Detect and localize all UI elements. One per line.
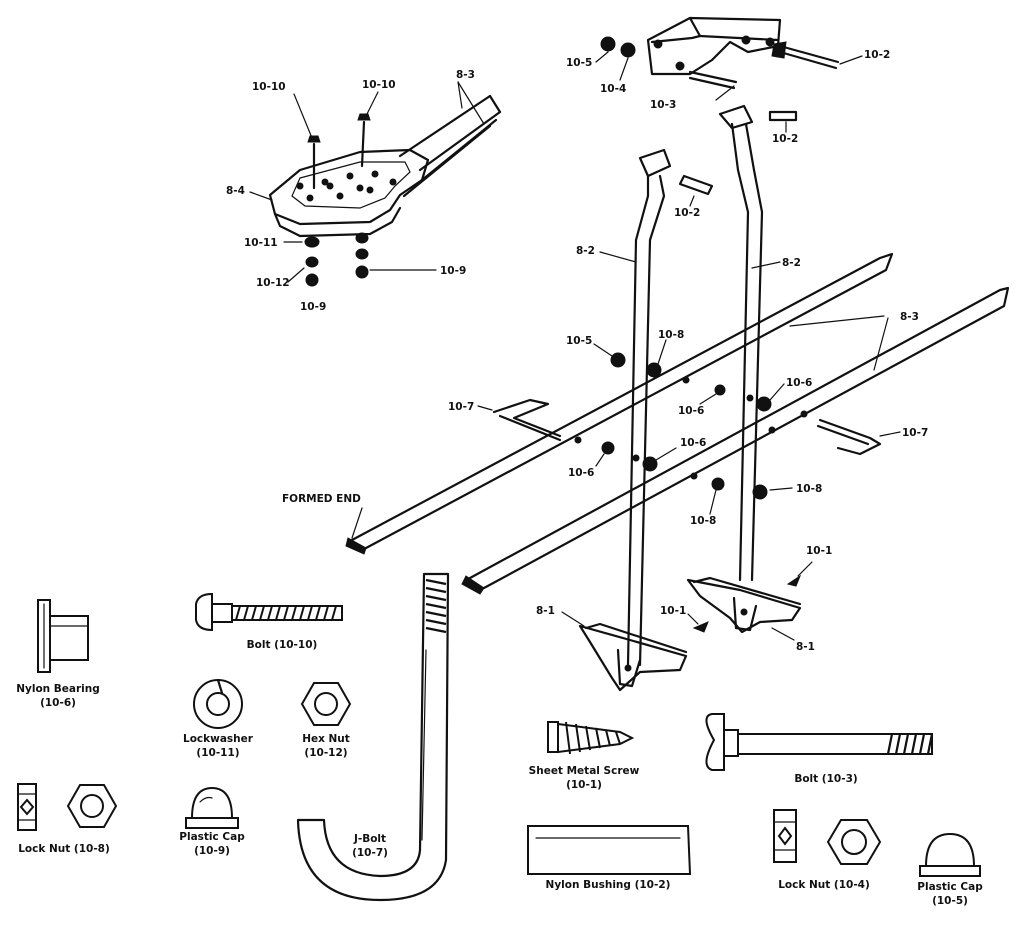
caption-bolt-10-10: Bolt (10-10)	[247, 639, 318, 651]
label-8-3-seat: 8-3	[456, 69, 475, 81]
label-10-6-b: 10-6	[786, 377, 812, 389]
rail-hardware	[351, 339, 808, 539]
ski-rail-front	[461, 286, 1010, 595]
label-10-2-c: 10-2	[674, 207, 700, 219]
lock-nut-10-4-icon	[773, 809, 882, 865]
label-formed-end: FORMED END	[282, 493, 361, 505]
foot-pedal-right	[686, 576, 802, 641]
caption-nylon-bushing: Nylon Bushing (10-2)	[546, 879, 671, 891]
label-10-8-c: 10-8	[690, 515, 716, 527]
caption-j-bolt-part: (10-7)	[352, 847, 388, 859]
clamp-bracket	[646, 16, 782, 76]
label-10-4-top: 10-4	[600, 83, 626, 95]
label-10-3-top: 10-3	[650, 99, 676, 111]
caption-nylon-bearing: Nylon Bearing	[16, 683, 100, 695]
j-bolt-10-7-icon	[296, 572, 450, 902]
label-10-5-top: 10-5	[566, 57, 592, 69]
sheet-metal-screws-assembled	[687, 561, 813, 633]
label-10-8-b: 10-8	[796, 483, 822, 495]
label-10-12: 10-12	[256, 277, 290, 289]
bolt-10-3-lower	[688, 70, 738, 101]
label-8-4: 8-4	[226, 185, 245, 197]
sheet-metal-screw-10-1-icon	[547, 721, 635, 755]
label-10-2-top: 10-2	[864, 49, 890, 61]
legend-captions: Nylon Bearing (10-6) Bolt (10-10) Lockwa…	[16, 639, 983, 907]
nylon-bushings-upper	[678, 110, 798, 207]
lock-nut-top-parts	[595, 36, 636, 81]
caption-lockwasher: Lockwasher	[183, 733, 254, 745]
caption-hex-nut: Hex Nut	[302, 733, 350, 745]
ski-rail-back	[345, 252, 894, 555]
caption-plastic-cap-left: Plastic Cap	[179, 831, 245, 843]
label-10-11: 10-11	[244, 237, 278, 249]
carriage-bolt-10-10-icon	[195, 592, 343, 632]
nylon-bearing-icon	[37, 599, 89, 673]
caption-plastic-cap-right-part: (10-5)	[932, 895, 968, 907]
label-10-9-a: 10-9	[300, 301, 326, 313]
lock-nut-10-8-icon	[17, 783, 118, 831]
caption-sheet-metal-screw-part: (10-1)	[566, 779, 602, 791]
caption-plastic-cap-right: Plastic Cap	[917, 881, 983, 893]
label-10-1-a: 10-1	[806, 545, 832, 557]
caption-sheet-metal-screw: Sheet Metal Screw	[529, 765, 640, 777]
seat-assembly	[249, 81, 502, 238]
caption-j-bolt: J-Bolt	[353, 833, 386, 845]
label-10-6-c: 10-6	[680, 437, 706, 449]
carriage-bolt-10-3-icon	[705, 713, 934, 771]
label-10-10-b: 10-10	[362, 79, 396, 91]
caption-bolt-10-3: Bolt (10-3)	[794, 773, 857, 785]
lockwasher-icon	[193, 678, 243, 729]
caption-nylon-bearing-part: (10-6)	[40, 697, 76, 709]
label-10-2-b: 10-2	[772, 133, 798, 145]
label-10-1-b: 10-1	[660, 605, 686, 617]
label-10-10-a: 10-10	[252, 81, 286, 93]
label-8-3-right: 8-3	[900, 311, 919, 323]
label-8-1-left: 8-1	[536, 605, 555, 617]
label-10-7-left: 10-7	[448, 401, 474, 413]
seat-bolts	[293, 91, 379, 190]
seat-hardware-stack	[283, 232, 437, 287]
hex-nut-10-12-icon	[300, 682, 352, 726]
caption-lock-nut-10-4: Lock Nut (10-4)	[778, 879, 870, 891]
j-bolt-right-small	[816, 418, 901, 456]
label-10-5-mid: 10-5	[566, 335, 592, 347]
caption-plastic-cap-left-part: (10-9)	[194, 845, 230, 857]
part-labels: 10-5 10-4 10-3 10-2 10-2 10-2 10-10 10-1…	[226, 49, 928, 653]
caption-hex-nut-part: (10-12)	[304, 747, 347, 759]
label-10-6-d: 10-6	[568, 467, 594, 479]
handle-post-right	[718, 104, 781, 582]
label-10-6-a: 10-6	[678, 405, 704, 417]
label-8-2-right: 8-2	[782, 257, 801, 269]
j-bolt-left-small	[477, 398, 562, 442]
label-8-1-right: 8-1	[796, 641, 815, 653]
plastic-cap-10-5-icon	[919, 832, 981, 877]
caption-lock-nut-10-8: Lock Nut (10-8)	[18, 843, 110, 855]
handle-post-left	[599, 148, 672, 667]
nylon-bushing-10-2-icon	[527, 825, 692, 875]
foot-pedal-left	[561, 611, 688, 692]
label-8-2-left: 8-2	[576, 245, 595, 257]
ski-rail-leaders	[789, 315, 889, 371]
label-10-9-b: 10-9	[440, 265, 466, 277]
label-10-7-right: 10-7	[902, 427, 928, 439]
caption-lockwasher-part: (10-11)	[196, 747, 239, 759]
bolt-10-3-top	[771, 41, 863, 70]
plastic-cap-10-9-icon	[185, 786, 239, 829]
label-10-8-a: 10-8	[658, 329, 684, 341]
